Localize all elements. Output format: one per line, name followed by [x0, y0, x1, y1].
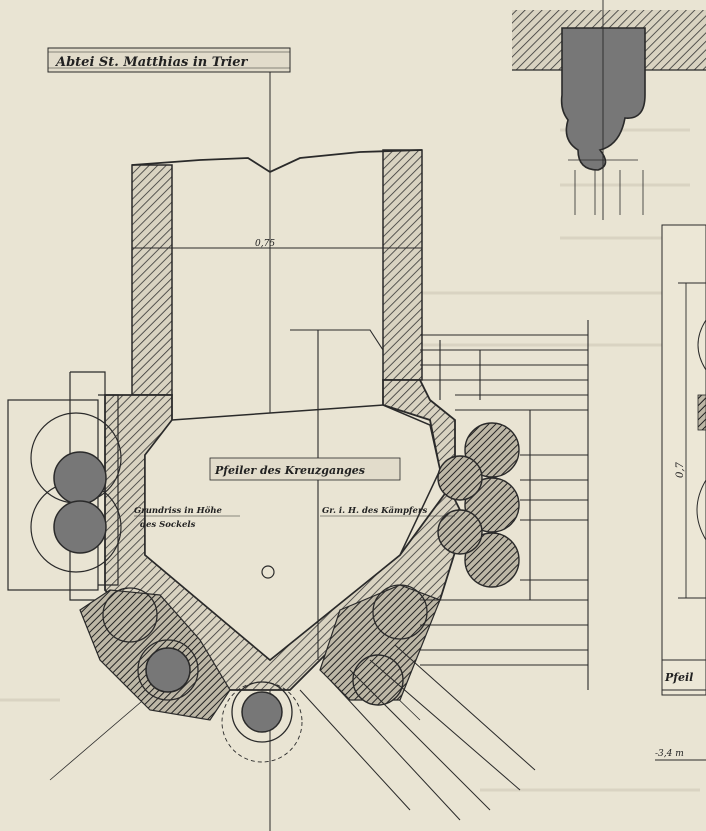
- lower-right-shafts: [319, 584, 441, 706]
- title-banner: [47, 47, 291, 73]
- center-caption: Pfeiler des Kreuzganges: [214, 464, 365, 477]
- right-wall-section: [382, 149, 423, 381]
- diagonal-projection-lines: [299, 644, 536, 821]
- right-partial-label: Pfeil: [664, 671, 693, 684]
- right-dimension-label: 0,7: [675, 461, 686, 478]
- centre-marker: [261, 565, 275, 579]
- left-wall-section: [131, 164, 173, 396]
- right-caption: Gr. i. H. des Kämpfers: [322, 505, 427, 516]
- right-projection-lines: [290, 320, 589, 690]
- profile-detail-top: [512, 0, 706, 220]
- left-caption-line2: des Sockels: [140, 520, 196, 530]
- left-bay-outline: [7, 371, 119, 601]
- right-shafts: [437, 422, 520, 588]
- bottom-right-scale-label: -3,4 m: [655, 749, 684, 759]
- break-line: [131, 149, 423, 174]
- top-dimension-label: 0,75: [255, 239, 275, 249]
- top-dimension: [131, 240, 423, 256]
- left-shafts: [30, 412, 122, 573]
- left-caption-line1: Grundriss in Höhe: [134, 505, 223, 516]
- drawing-title: Abtei St. Matthias in Trier: [54, 55, 249, 70]
- lower-left-shafts: [79, 587, 303, 763]
- right-elevation-detail: [655, 224, 706, 761]
- center-caption-box: [209, 457, 401, 481]
